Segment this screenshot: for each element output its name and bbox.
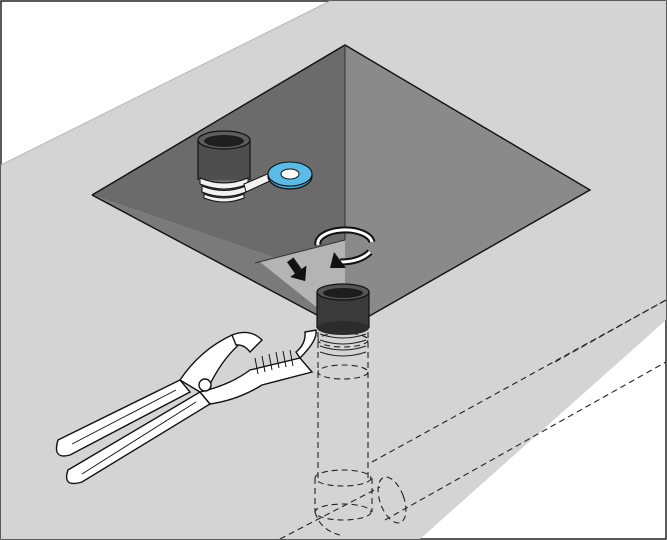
threaded-fitting — [197, 130, 273, 203]
push-down-arrow-icon — [286, 257, 307, 282]
hidden-pipe — [279, 299, 667, 540]
rotate-clockwise-icon — [314, 226, 376, 268]
drain-pipe-stub — [316, 283, 370, 357]
niche-right-wall — [345, 45, 590, 330]
pliers-icon — [55, 329, 317, 485]
wall-edge — [0, 0, 331, 166]
ptfe-tape-roll-icon — [267, 161, 313, 190]
